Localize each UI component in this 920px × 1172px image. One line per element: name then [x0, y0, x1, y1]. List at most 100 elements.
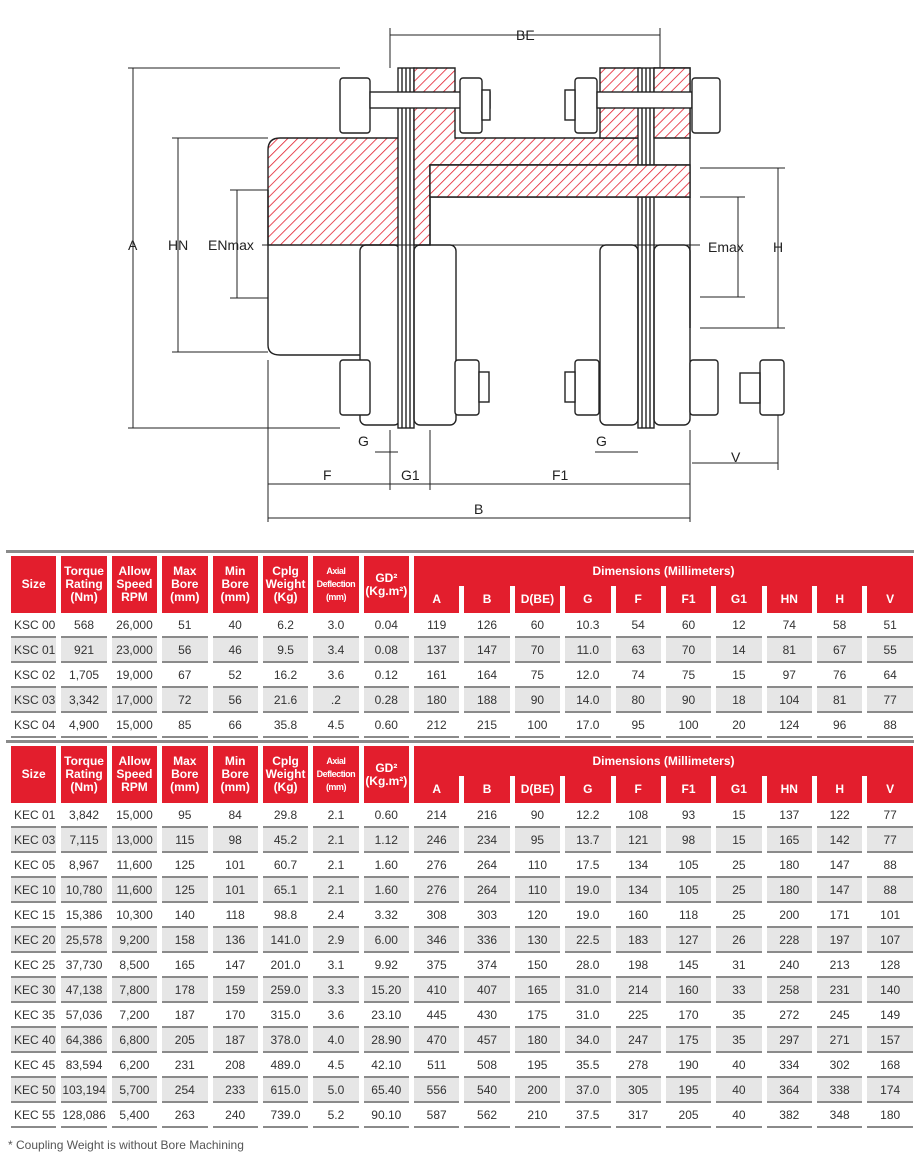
- cell: 75: [514, 663, 561, 688]
- header-torque: Torque Rating (Nm): [61, 746, 107, 803]
- cell: 19,000: [111, 663, 158, 688]
- cell: 18: [716, 688, 762, 713]
- header-dim: H: [817, 586, 863, 613]
- cell: 9,200: [111, 928, 158, 953]
- cell: 6,200: [111, 1053, 158, 1078]
- cell: 150: [514, 953, 561, 978]
- header-dim: D(BE): [514, 586, 561, 613]
- header-axial: Axial Deflection (mm): [313, 746, 359, 803]
- cell: 65.1: [262, 878, 309, 903]
- cell: KEC 50: [11, 1078, 57, 1103]
- dimension-lines: [128, 28, 785, 522]
- cell: 170: [665, 1003, 712, 1028]
- cell: 171: [817, 903, 863, 928]
- cell: 83,594: [61, 1053, 107, 1078]
- cell: 175: [665, 1028, 712, 1053]
- cell: 108: [615, 803, 661, 828]
- cell: 14: [716, 638, 762, 663]
- cell: 264: [464, 878, 510, 903]
- cell: 40: [716, 1053, 762, 1078]
- divider: [6, 740, 914, 743]
- cell: 37.0: [565, 1078, 611, 1103]
- cell: 336: [464, 928, 510, 953]
- header-dimensions: Dimensions (Millimeters): [414, 556, 913, 586]
- cell: 19.0: [565, 903, 611, 928]
- cell: 25,578: [61, 928, 107, 953]
- cell: KEC 55: [11, 1103, 57, 1128]
- cell: 140: [162, 903, 208, 928]
- cell: 51: [162, 613, 208, 638]
- cell: 17.0: [565, 713, 611, 738]
- cell: 364: [766, 1078, 812, 1103]
- cell: 15: [716, 828, 762, 853]
- cell: KEC 20: [11, 928, 57, 953]
- cell: KEC 35: [11, 1003, 57, 1028]
- header-dim: A: [414, 776, 460, 803]
- cell: 147: [817, 878, 863, 903]
- cell: 205: [665, 1103, 712, 1128]
- header-weight: Cplg Weight (Kg): [262, 556, 309, 613]
- cell: 231: [817, 978, 863, 1003]
- cell: 308: [414, 903, 460, 928]
- cell: 197: [817, 928, 863, 953]
- cell: .2: [313, 688, 359, 713]
- cell: 147: [817, 853, 863, 878]
- cell: 60: [514, 613, 561, 638]
- cell: 54: [615, 613, 661, 638]
- cell: 587: [414, 1103, 460, 1128]
- cell: 145: [665, 953, 712, 978]
- header-max_bore: Max Bore (mm): [162, 746, 208, 803]
- cell: 445: [414, 1003, 460, 1028]
- cell: 0.60: [363, 803, 409, 828]
- cell: 276: [414, 878, 460, 903]
- cell: 65.40: [363, 1078, 409, 1103]
- cell: 77: [867, 803, 913, 828]
- label-G1: G1: [401, 467, 420, 483]
- cell: 147: [212, 953, 258, 978]
- cell: 346: [414, 928, 460, 953]
- header-dim: F1: [665, 586, 712, 613]
- cell: 23,000: [111, 638, 158, 663]
- cell: 88: [867, 853, 913, 878]
- cell: 180: [766, 853, 812, 878]
- cell: 7,200: [111, 1003, 158, 1028]
- cell: 317: [615, 1103, 661, 1128]
- cell: 187: [162, 1003, 208, 1028]
- cell: 6,800: [111, 1028, 158, 1053]
- cell: 74: [766, 613, 812, 638]
- cell: 12.0: [565, 663, 611, 688]
- cell: KSC 04: [11, 713, 57, 738]
- header-dim: G: [565, 776, 611, 803]
- cell: 90.10: [363, 1103, 409, 1128]
- cell: 263: [162, 1103, 208, 1128]
- cell: 95: [514, 828, 561, 853]
- cell: 127: [665, 928, 712, 953]
- cell: 158: [162, 928, 208, 953]
- cell: 161: [414, 663, 460, 688]
- cell: 407: [464, 978, 510, 1003]
- cell: 110: [514, 853, 561, 878]
- cell: 272: [766, 1003, 812, 1028]
- cell: KEC 25: [11, 953, 57, 978]
- cell: 3,842: [61, 803, 107, 828]
- cell: 568: [61, 613, 107, 638]
- cell: 66: [212, 713, 258, 738]
- cell: 101: [212, 878, 258, 903]
- cell: 98: [212, 828, 258, 853]
- cell: 23.10: [363, 1003, 409, 1028]
- cell: 40: [212, 613, 258, 638]
- cell: 214: [615, 978, 661, 1003]
- cell: 508: [464, 1053, 510, 1078]
- cell: 25: [716, 878, 762, 903]
- cell: 128,086: [61, 1103, 107, 1128]
- cell: 58: [817, 613, 863, 638]
- cell: 122: [817, 803, 863, 828]
- cell: 210: [514, 1103, 561, 1128]
- cell: 103,194: [61, 1078, 107, 1103]
- cell: 4.0: [313, 1028, 359, 1053]
- cell: KSC 02: [11, 663, 57, 688]
- cell: 17.5: [565, 853, 611, 878]
- cell: 124: [766, 713, 812, 738]
